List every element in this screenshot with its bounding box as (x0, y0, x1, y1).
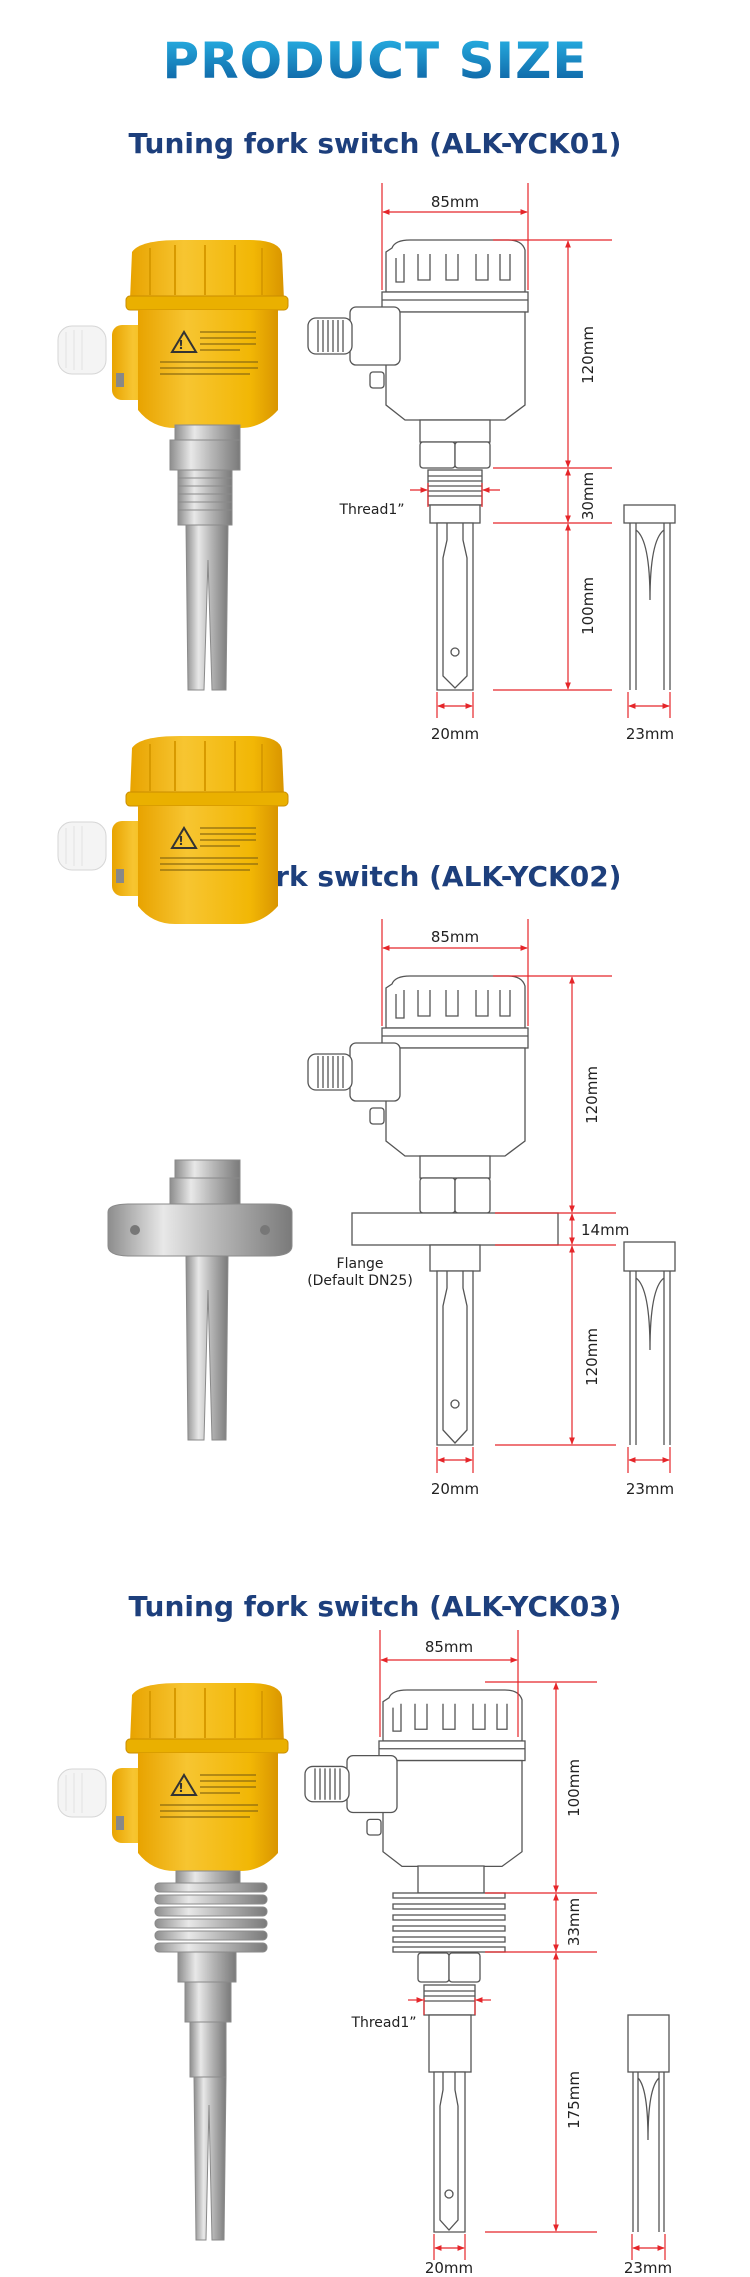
housing-height-label: 120mm (579, 326, 597, 384)
page-title: PRODUCT SIZE (163, 32, 588, 90)
cooling-fins (154, 1882, 268, 1953)
flange-thickness-label: 14mm (581, 1221, 629, 1239)
fork-length-label: 100mm (579, 577, 597, 635)
dimension-drawing: 85mm 120mm 30mm 100mm Thread1” 20mm 23mm (307, 183, 676, 743)
fork-length-label: 120mm (583, 1328, 601, 1386)
flange-default-label: (Default DN25) (307, 1273, 413, 1289)
housing-height-label: 100mm (565, 1759, 583, 1817)
dimension-drawing: 85mm 100mm 33mm 175mm Thread1” 20mm 23mm (304, 1630, 672, 2277)
section-alk-yck02: Tuning fork switch (ALK-YCK02) (57, 735, 676, 1498)
product-photo (57, 735, 293, 1441)
thread-label: Thread1” (350, 2015, 416, 2031)
section-heading: Tuning fork switch (ALK-YCK01) (129, 127, 622, 160)
width-dimension-label: 85mm (431, 193, 479, 211)
fork-width-label: 20mm (431, 1480, 479, 1498)
thread-label: Thread1” (338, 502, 404, 518)
width-dimension-label: 85mm (425, 1638, 473, 1656)
section-heading: Tuning fork switch (ALK-YCK03) (129, 1590, 622, 1623)
product-photo (57, 239, 289, 691)
cooling-fins-outline (392, 1892, 506, 1953)
dimension-drawing: 85mm 120mm 14mm 120mm Flange (Default DN… (307, 919, 676, 1498)
section-alk-yck03: Tuning fork switch (ALK-YCK03) (57, 1590, 672, 2277)
fork-length-label: 175mm (565, 2071, 583, 2129)
product-photo (57, 1682, 289, 2241)
fork-width-label: 20mm (431, 725, 479, 743)
fork-side-width-label: 23mm (624, 2259, 672, 2277)
fork-width-label: 20mm (425, 2259, 473, 2277)
width-dimension-label: 85mm (431, 928, 479, 946)
fork-side-width-label: 23mm (626, 1480, 674, 1498)
thread-height-label: 30mm (579, 472, 597, 520)
housing-height-label: 120mm (583, 1066, 601, 1124)
flange-label: Flange (337, 1256, 384, 1272)
flange (351, 1212, 559, 1246)
fins-height-label: 33mm (565, 1898, 583, 1946)
section-alk-yck01: Tuning fork switch (ALK-YCK01) (57, 127, 676, 743)
fork-side-width-label: 23mm (626, 725, 674, 743)
